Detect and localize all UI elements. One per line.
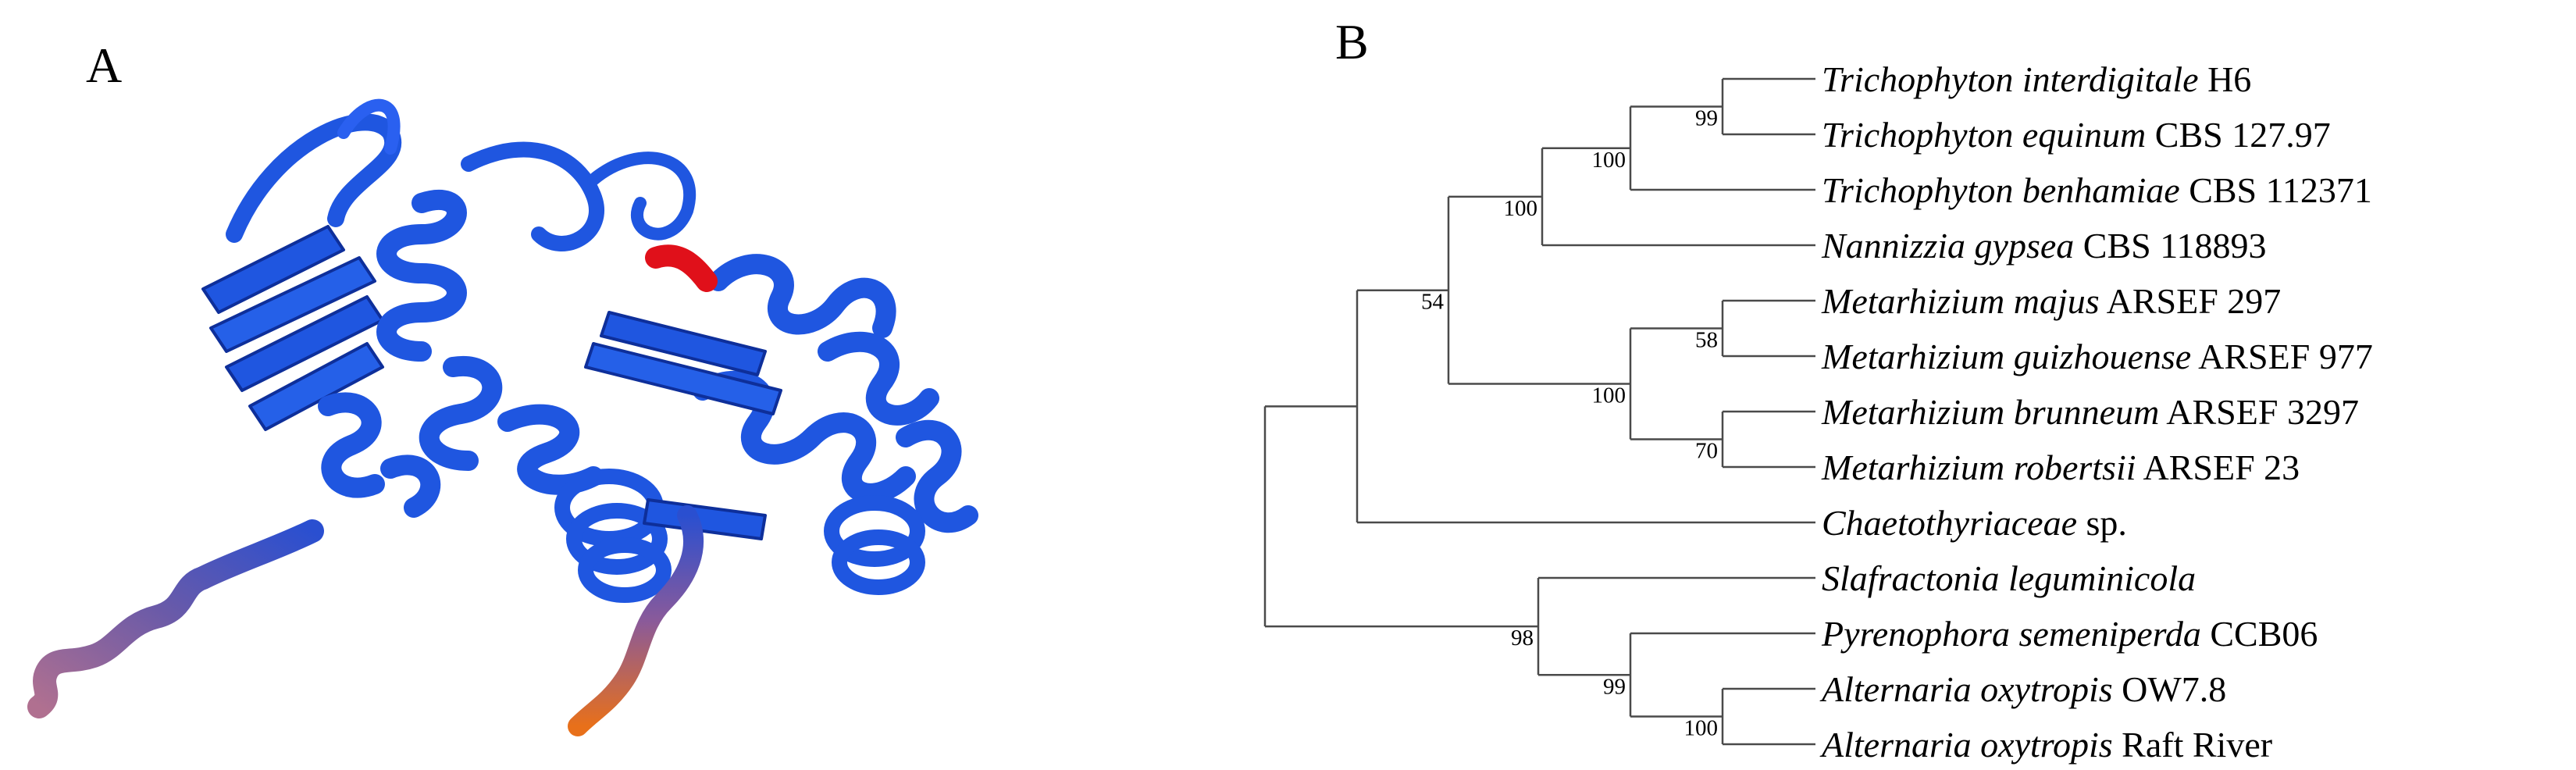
taxon-species: Trichophyton benhamiae — [1822, 170, 2180, 210]
taxon-species: Alternaria oxytropis — [1819, 669, 2113, 709]
panel-label-a: A — [86, 37, 123, 93]
taxon-species: Metarhizium majus — [1821, 281, 2100, 321]
bootstrap-98: 98 — [1511, 626, 1534, 651]
taxon-strain: ARSEF 3297 — [2159, 392, 2359, 432]
taxon-label: Alternaria oxytropis OW7.8 — [1819, 669, 2226, 709]
protein-structure-image — [27, 98, 978, 736]
bootstrap-100-alt: 100 — [1684, 716, 1719, 741]
taxon-strain: Raft River — [2113, 725, 2272, 765]
taxon-strain: CCB06 — [2201, 614, 2318, 654]
taxon-label: Metarhizium guizhouense ARSEF 977 — [1821, 337, 2373, 376]
taxon-labels: Trichophyton interdigitale H6Trichophyto… — [1819, 59, 2373, 765]
taxon-label: Trichophyton interdigitale H6 — [1822, 59, 2251, 99]
taxon-strain: ARSEF 977 — [2191, 337, 2373, 376]
taxon-species: Alternaria oxytropis — [1819, 725, 2113, 765]
taxon-species: Chaetothyriaceae — [1822, 503, 2077, 543]
bootstrap-70: 70 — [1695, 439, 1718, 464]
bootstrap-99-pyre: 99 — [1603, 674, 1626, 699]
taxon-species: Metarhizium robertsii — [1821, 447, 2136, 487]
taxon-strain: CBS 127.97 — [2146, 115, 2330, 155]
bootstrap-labels: 99 100 100 58 70 100 54 100 99 98 — [1421, 106, 1718, 741]
taxon-label: Pyrenophora semeniperda CCB06 — [1821, 614, 2318, 654]
taxon-label: Metarhizium brunneum ARSEF 3297 — [1821, 392, 2359, 432]
taxon-species: Trichophyton interdigitale — [1822, 59, 2199, 99]
taxon-strain: OW7.8 — [2113, 669, 2227, 709]
taxon-species: Slafractonia leguminicola — [1822, 558, 2196, 598]
bootstrap-99-trich: 99 — [1695, 106, 1718, 131]
tree-lines — [1263, 77, 1815, 746]
ribbon-body — [27, 98, 978, 736]
taxon-label: Chaetothyriaceae sp. — [1822, 503, 2127, 543]
taxon-strain: ARSEF 297 — [2100, 281, 2282, 321]
taxon-label: Trichophyton equinum CBS 127.97 — [1822, 115, 2331, 155]
bootstrap-58: 58 — [1695, 328, 1718, 353]
bootstrap-54: 54 — [1421, 290, 1445, 315]
taxon-strain: ARSEF 23 — [2136, 447, 2300, 487]
taxon-strain: CBS 118893 — [2074, 226, 2266, 266]
taxon-label: Alternaria oxytropis Raft River — [1819, 725, 2272, 765]
taxon-label: Metarhizium robertsii ARSEF 23 — [1821, 447, 2300, 487]
taxon-species: Trichophyton equinum — [1822, 115, 2146, 155]
taxon-species: Metarhizium brunneum — [1821, 392, 2159, 432]
panel-label-b: B — [1335, 14, 1369, 70]
taxon-label: Trichophyton benhamiae CBS 112371 — [1822, 170, 2372, 210]
taxon-species: Pyrenophora semeniperda — [1821, 614, 2201, 654]
bootstrap-100-dermato: 100 — [1504, 196, 1538, 221]
taxon-species: Metarhizium guizhouense — [1821, 337, 2191, 376]
taxon-strain: CBS 112371 — [2180, 170, 2372, 210]
taxon-strain: sp. — [2077, 503, 2127, 543]
taxon-label: Nannizzia gypsea CBS 118893 — [1821, 226, 2267, 266]
taxon-label: Metarhizium majus ARSEF 297 — [1821, 281, 2281, 321]
bootstrap-100-trich: 100 — [1592, 148, 1626, 173]
bootstrap-100-met: 100 — [1592, 383, 1626, 408]
taxon-label: Slafractonia leguminicola — [1822, 558, 2196, 598]
taxon-species: Nannizzia gypsea — [1821, 226, 2074, 266]
taxon-strain: H6 — [2199, 59, 2252, 99]
